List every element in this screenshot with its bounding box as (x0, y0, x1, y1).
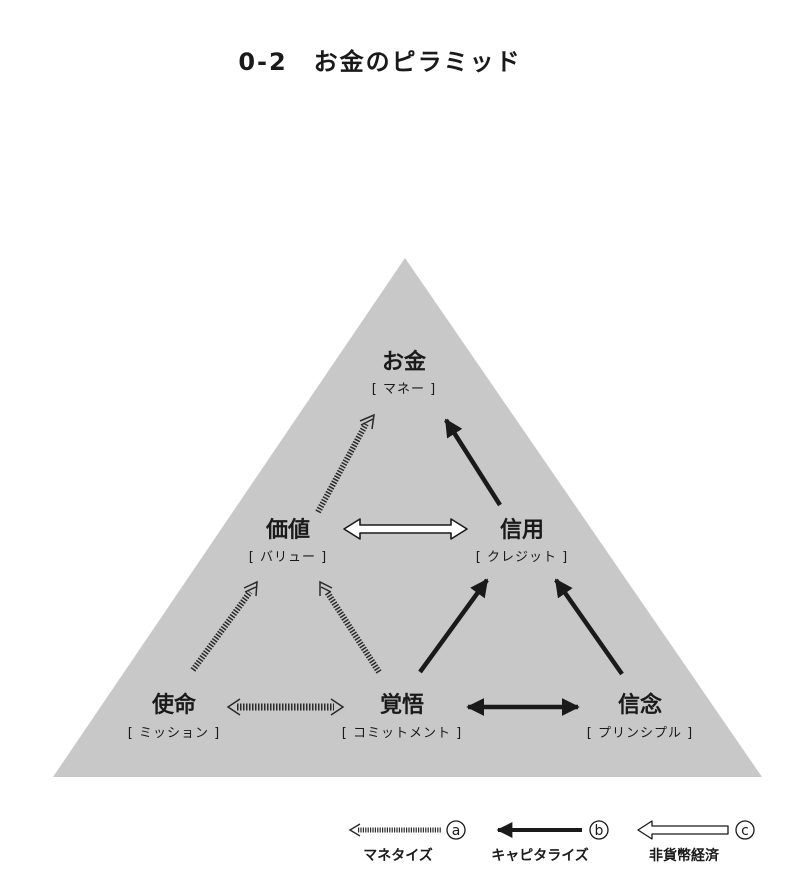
node-mission-sub: [ ミッション ] (128, 726, 220, 741)
node-credit-sub: [ クレジット ] (476, 550, 568, 565)
node-money-sub: [ マネー ] (372, 382, 436, 397)
node-credit-label: 信用 (500, 517, 544, 543)
legend-item-non-monetary: c 非貨幣経済 (637, 820, 755, 864)
node-commitment-sub: [ コミットメント ] (342, 726, 462, 741)
hatched-arrow-mission-to-value (190, 580, 258, 672)
hatched-arrow-value-to-money (315, 413, 375, 514)
legend-item-capitalize: b キャピタライズ (491, 820, 609, 864)
figure-number: 0-2 (238, 48, 288, 76)
legend-label-a: マネタイズ (363, 847, 433, 864)
node-belief-sub: [ プリンシプル ] (587, 726, 693, 741)
solid-arrow-commitment-to-credit (418, 578, 489, 674)
solid-arrow-credit-to-money (444, 418, 502, 507)
pyramid-triangle (53, 258, 762, 777)
hollow-double-arrow-value-credit (343, 518, 468, 540)
legend-letter-a: a (452, 823, 461, 839)
legend-label-b: キャピタライズ (491, 847, 589, 864)
node-money-label: お金 (382, 349, 427, 375)
node-value-label: 価値 (265, 518, 310, 543)
legend-letter-circle-a (446, 820, 466, 840)
legend-letter-b: b (595, 823, 604, 839)
legend-item-monetize: a マネタイズ (348, 820, 466, 864)
figure-title: 0-2 お金のピラミッド (0, 42, 760, 77)
legend-letter-circle-c (735, 820, 755, 840)
solid-arrow-belief-to-credit (554, 578, 624, 676)
legend-letter-circle-b (589, 820, 609, 840)
hatched-arrow-commitment-to-value (319, 580, 382, 674)
node-belief-label: 信念 (618, 692, 662, 718)
figure-title-text: お金のピラミッド (313, 48, 522, 76)
node-mission-label: 使命 (151, 692, 197, 718)
node-commitment-label: 覚悟 (380, 692, 424, 718)
hatched-double-arrow-mission-commitment (226, 698, 345, 716)
legend-letter-c: c (741, 823, 749, 839)
legend: a マネタイズ b キャピタライズ c 非貨幣経済 (348, 820, 755, 864)
legend-hollow-arrow (637, 820, 729, 840)
node-value-sub: [ バリュー ] (249, 550, 327, 565)
legend-label-c: 非貨幣経済 (649, 847, 720, 864)
